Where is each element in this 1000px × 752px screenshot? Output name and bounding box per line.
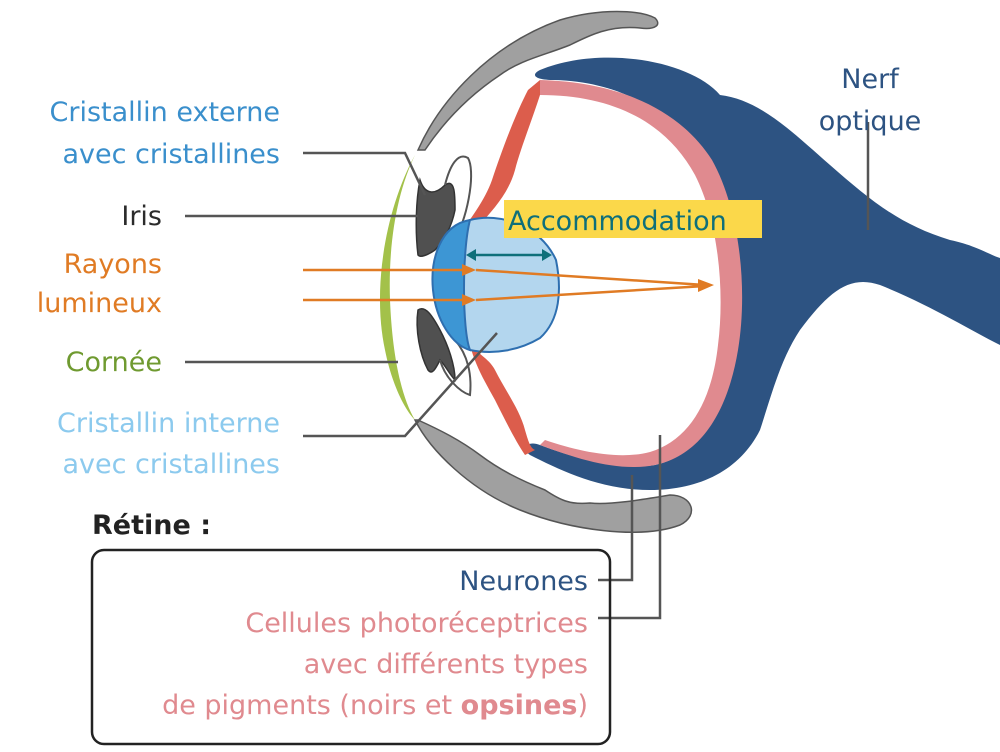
label-rayons-1: Rayons [64, 249, 162, 280]
iris-lower [416, 308, 456, 382]
label-photorecepteurs-1: Cellules photoréceptrices [245, 608, 588, 639]
light-rays [303, 264, 714, 306]
iris-upper-outline [444, 155, 473, 241]
retine-heading: Rétine : [92, 510, 211, 541]
ciliary-body-bottom [470, 345, 535, 455]
cornea-shape [379, 155, 415, 420]
ciliary-body-top [455, 80, 540, 240]
label-cristallin-interne-1: Cristallin interne [57, 408, 280, 439]
leader-lines [185, 122, 870, 620]
accommodation-label: Accommodation [508, 206, 727, 237]
label-iris: Iris [121, 201, 162, 232]
label-neurones: Neurones [459, 566, 588, 597]
label-photorecepteurs-2: avec différents types [304, 649, 588, 680]
retine-box [90, 548, 612, 746]
label-cristallin-externe-1: Cristallin externe [49, 97, 280, 128]
accommodation-arrow [466, 249, 552, 261]
upper-eyelid-shape [416, 10, 659, 151]
label-cristallin-interne-2: avec cristallines [62, 449, 280, 480]
lens-outer-shape [431, 218, 471, 352]
label-rayons-2: lumineux [37, 288, 162, 319]
label-nerf-optique-1: Nerf [841, 64, 900, 95]
photorecepteurs-opsines: opsines [461, 690, 578, 721]
label-cornee: Cornée [66, 347, 162, 378]
label-photorecepteurs-3: de pigments (noirs et opsines) [162, 690, 588, 721]
label-cristallin-externe-2: avec cristallines [62, 139, 280, 170]
photorecepteurs-suffix: ) [577, 690, 588, 721]
optic-nerve-shape [525, 57, 1000, 491]
photorecepteurs-prefix: de pigments (noirs et [162, 690, 461, 721]
iris-lower-outline [439, 339, 472, 397]
label-nerf-optique-2: optique [819, 106, 922, 137]
accommodation-label-bg [504, 200, 762, 238]
